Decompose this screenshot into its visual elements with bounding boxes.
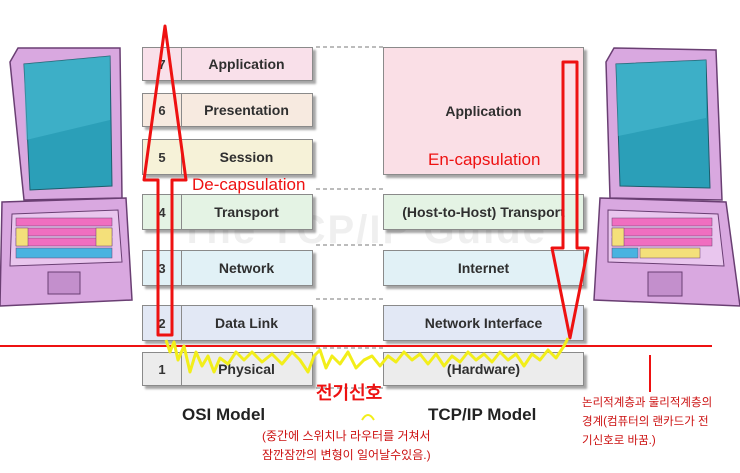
osi-layer-name: Session <box>219 149 274 165</box>
left-laptop-icon <box>0 47 133 307</box>
right-note: 논리적계층과 물리적계층의 경계(컴퓨터의 랜카드가 전 기신호로 바꿈.) <box>582 394 738 451</box>
tcp-layer-internet: Internet <box>383 250 584 286</box>
osi-layer-number: 4 <box>143 195 182 229</box>
signal-note-mark <box>361 414 375 421</box>
osi-layer-6: 6 Presentation <box>142 93 313 127</box>
encapsulation-label: En-capsulation <box>428 150 541 169</box>
tcp-layer-network-interface: Network Interface <box>383 305 584 341</box>
right-laptop-icon <box>593 47 740 307</box>
encapsulation-arrow <box>550 60 590 340</box>
osi-layer-name: Transport <box>214 204 279 220</box>
tcp-layer-name: Application <box>445 103 522 119</box>
tcp-layer-name: Internet <box>457 260 510 276</box>
tcp-layer-name: Network Interface <box>424 315 543 331</box>
osi-model-label: OSI Model <box>182 405 266 424</box>
osi-layer-5: 5 Session <box>142 139 313 175</box>
osi-layer-number: 2 <box>143 306 182 340</box>
osi-layer-number: 3 <box>143 251 182 285</box>
right-note-line1: 논리적계층과 물리적계층의 <box>582 397 713 409</box>
right-note-line3: 기신호로 바꿈.) <box>582 435 656 447</box>
tcp-layer-transport: (Host-to-Host) Transport <box>383 194 584 230</box>
decapsulation-label: De-capsulation <box>192 175 306 194</box>
middle-note-line1: (중간에 스위치나 라우터를 거쳐서 <box>262 429 431 443</box>
osi-layer-name: Data Link <box>214 315 278 331</box>
osi-layer-number: 7 <box>143 48 182 80</box>
right-note-line2: 경계(컴퓨터의 랜카드가 전 <box>582 416 709 428</box>
osi-layer-number: 6 <box>143 94 182 126</box>
tcp-layer-name: (Hardware) <box>446 361 521 377</box>
osi-layer-1: 1 Physical <box>142 352 313 386</box>
osi-layer-number: 1 <box>143 353 182 385</box>
osi-layer-name: Application <box>208 56 285 72</box>
osi-layer-name: Presentation <box>204 102 289 118</box>
osi-layer-name: Network <box>218 260 275 276</box>
middle-note-line2: 잠깐잠깐의 변형이 일어날수있음.) <box>262 448 431 462</box>
electric-signal-label: 전기신호 <box>316 383 383 403</box>
osi-layer-name: Physical <box>218 361 275 377</box>
tcp-layer-application: Application <box>383 47 584 175</box>
tcp-layer-name: (Host-to-Host) Transport <box>402 204 565 220</box>
tcpip-model-label: TCP/IP Model <box>428 405 537 424</box>
decapsulation-arrow <box>142 24 188 337</box>
electric-signal-wave <box>164 337 570 374</box>
middle-note: (중간에 스위치나 라우터를 거쳐서 잠깐잠깐의 변형이 일어날수있음.) <box>262 427 502 465</box>
